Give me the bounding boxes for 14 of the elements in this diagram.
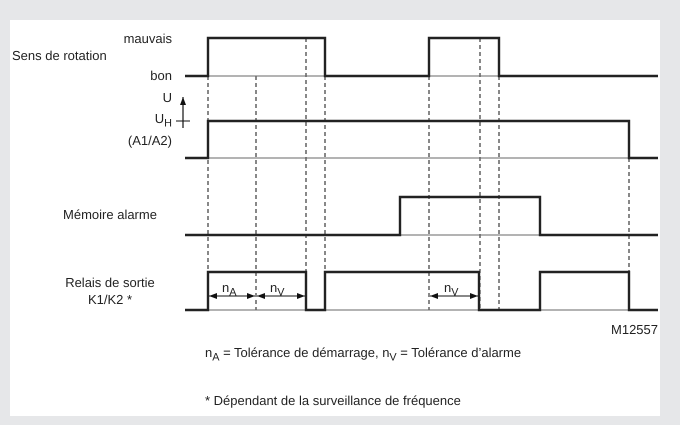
legend-note: n$_{A}$ = Tolérance de démarrage, n$_{V}$ = Tolérance d’alarme	[205, 345, 522, 366]
level-label: mauvais	[122, 31, 172, 46]
signal-label: Relais de sortie K1/K2 *	[64, 274, 156, 308]
dimension-label: n$_{V}$	[444, 280, 458, 301]
dimension-label: n$_{V}$	[270, 280, 284, 301]
axis-label: U	[162, 90, 172, 105]
dimension-label: n$_{A}$	[222, 280, 236, 301]
signal-label: Mémoire alarme	[62, 207, 158, 222]
footnote: * Dépendant de la surveillance de fréquence	[205, 393, 461, 408]
signal-label: U$_{H}$	[154, 111, 172, 132]
signal-label: Sens de rotation	[12, 48, 107, 63]
signal-label: (A1/A2)	[126, 133, 172, 148]
level-label: bon	[149, 68, 172, 83]
drawing-number: M12557	[610, 322, 658, 337]
